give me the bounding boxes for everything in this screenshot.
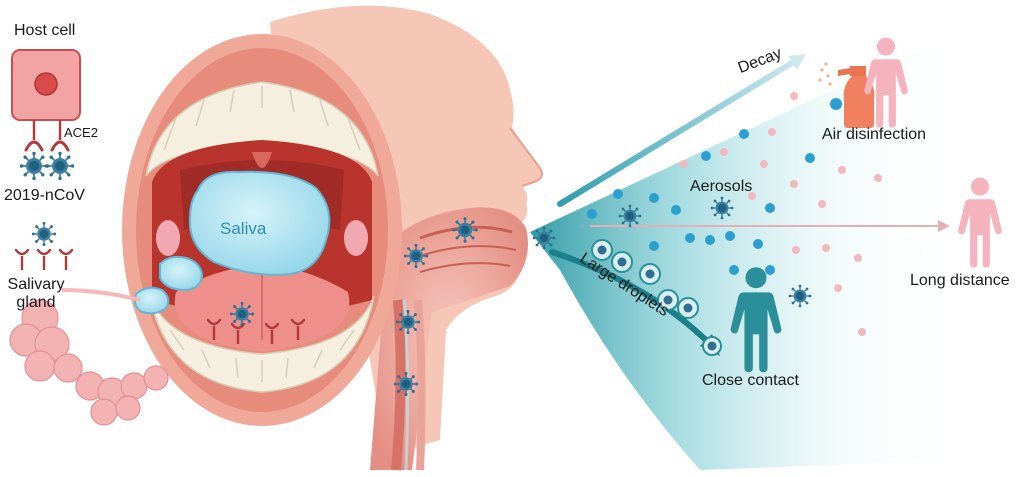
ace2-label: ACE2 <box>64 125 98 140</box>
long-distance-label: Long distance <box>910 272 1010 289</box>
virus-label: 2019-nCoV <box>4 187 85 204</box>
saliva-label: Saliva <box>220 219 267 238</box>
aerosols-label: Aerosols <box>690 178 753 195</box>
air-disinfection-label: Air disinfection <box>822 126 927 143</box>
salivary-gland-label-line1: Salivary <box>7 276 65 293</box>
salivary-gland-label-line2: gland <box>16 293 56 311</box>
close-contact-label: Close contact <box>702 372 799 389</box>
salivary-gland-label: Salivary gland <box>4 276 68 311</box>
host-cell-label: Host cell <box>14 22 76 39</box>
person-icon <box>958 177 1002 268</box>
